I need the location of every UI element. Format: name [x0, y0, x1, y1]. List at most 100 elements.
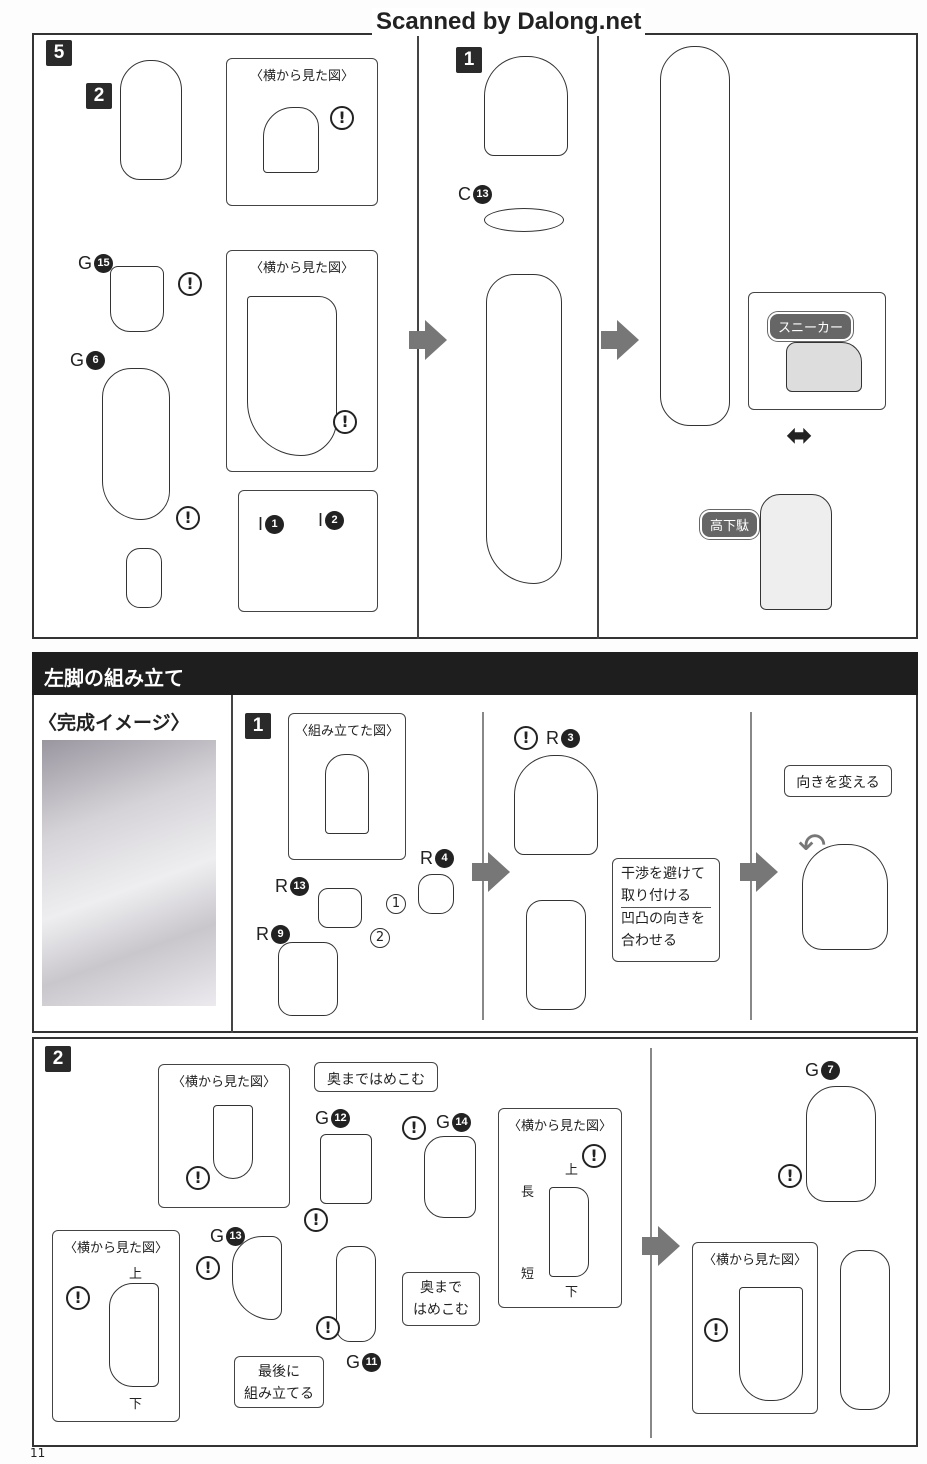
next-arrow-icon — [472, 852, 510, 892]
joint-g12 — [320, 1134, 372, 1204]
step-badge: 1 — [245, 713, 271, 739]
order-2-icon: 2 — [370, 928, 390, 948]
sneaker-label: スニーカー — [768, 312, 854, 341]
assembled-leg — [486, 274, 562, 584]
page-number: 11 — [30, 1446, 46, 1460]
caution-icon: ! — [178, 272, 202, 296]
last-assemble-note: 最後に組み立てる — [234, 1356, 324, 1408]
label-short: 短 — [521, 1267, 535, 1282]
swap-arrow-icon: ⬌ — [786, 416, 813, 454]
label-bottom: 下 — [565, 1285, 579, 1300]
step-badge: 5 — [46, 40, 72, 66]
divider — [231, 695, 233, 1033]
caution-icon: ! — [196, 1256, 220, 1280]
sub-step-badge: 1 — [456, 47, 482, 73]
note-text: 組み立てる — [244, 1386, 314, 1402]
part-outline — [263, 107, 319, 173]
side-view-box: 〈横から見た図〉 上 長 短 下 — [498, 1108, 622, 1308]
note-text: 奥まで — [420, 1280, 462, 1296]
next-arrow-icon — [642, 1226, 680, 1266]
box-title: 〈横から見た図〉 — [171, 1075, 276, 1090]
part-outline — [325, 754, 369, 834]
caution-icon: ! — [66, 1286, 90, 1310]
knee-cap-rotated — [802, 844, 888, 950]
joint-assembly — [526, 900, 586, 1010]
side-view-box: 〈横から見た図〉 — [226, 250, 378, 472]
caution-icon: ! — [330, 106, 354, 130]
caution-icon: ! — [402, 1116, 426, 1140]
note-text: 合わせる — [621, 933, 677, 949]
side-view-box: 〈横から見た図〉 上 下 — [52, 1230, 180, 1422]
label-bottom: 下 — [129, 1397, 143, 1412]
sneaker-part — [786, 342, 862, 392]
push-in-note: 奥まではめこむ — [402, 1272, 480, 1326]
side-view-box: 〈横から見た図〉 — [158, 1064, 290, 1208]
caution-icon: ! — [316, 1316, 340, 1340]
joint-r4 — [418, 874, 454, 914]
completed-photo — [42, 740, 216, 1006]
section-title: 左脚の組み立て — [44, 666, 184, 690]
push-in-label: 奥まではめこむ — [314, 1062, 438, 1092]
label-top: 上 — [565, 1163, 579, 1178]
caution-icon: ! — [186, 1166, 210, 1190]
completed-image-title: 〈完成イメージ〉 — [38, 712, 190, 734]
caution-icon: ! — [304, 1208, 328, 1232]
full-leg — [660, 46, 730, 426]
caution-icon: ! — [582, 1144, 606, 1168]
caution-icon: ! — [333, 410, 357, 434]
assembled-view-box: 〈組み立てた図〉 — [288, 713, 406, 860]
part-outline — [109, 1283, 159, 1387]
box-title: 〈横から見た図〉 — [63, 1241, 168, 1256]
joint-r9 — [278, 942, 338, 1016]
parts-detail-box — [238, 490, 378, 612]
box-title: 〈横から見た図〉 — [702, 1253, 807, 1268]
joint-r13 — [318, 888, 362, 928]
note-text: 干渉を避けて — [621, 866, 705, 882]
cup-part — [110, 266, 164, 332]
step-badge: 2 — [45, 1046, 71, 1072]
note-text: 最後に — [258, 1364, 300, 1380]
knee-cap-part — [484, 56, 568, 156]
knee-joint-assembly — [840, 1250, 890, 1410]
divider — [597, 33, 599, 639]
washer-part — [484, 208, 564, 232]
note-text: 凹凸の向きを — [621, 911, 705, 927]
note-box: 干渉を避けて 取り付ける 凹凸の向きを 合わせる — [612, 858, 720, 962]
geta-label: 高下駄 — [700, 510, 760, 539]
part-outline — [739, 1287, 803, 1401]
part-outline — [247, 296, 337, 456]
label-long: 長 — [521, 1185, 535, 1200]
side-view-box: 〈横から見た図〉 — [226, 58, 378, 206]
caution-icon: ! — [176, 506, 200, 530]
box-title: 〈組み立てた図〉 — [294, 724, 399, 739]
watermark: Scanned by Dalong.net — [372, 8, 646, 36]
caution-icon: ! — [778, 1164, 802, 1188]
geta-part — [760, 494, 832, 610]
box-title: 〈横から見た図〉 — [507, 1119, 612, 1134]
next-arrow-icon — [409, 320, 447, 360]
joint-part — [126, 548, 162, 608]
caution-icon: ! — [704, 1318, 728, 1342]
rotate-box: 向きを変える — [784, 765, 892, 797]
note-text: 取り付ける — [621, 885, 711, 908]
sub-step-badge: 2 — [86, 83, 112, 109]
part-outline — [213, 1105, 253, 1179]
joint-g11 — [336, 1246, 376, 1342]
rotate-arrow-icon: ↶ — [798, 826, 827, 866]
part-outline — [549, 1187, 589, 1277]
box-title: 〈横から見た図〉 — [249, 261, 354, 276]
shin-top-part — [806, 1086, 876, 1202]
caution-icon: ! — [514, 726, 538, 750]
